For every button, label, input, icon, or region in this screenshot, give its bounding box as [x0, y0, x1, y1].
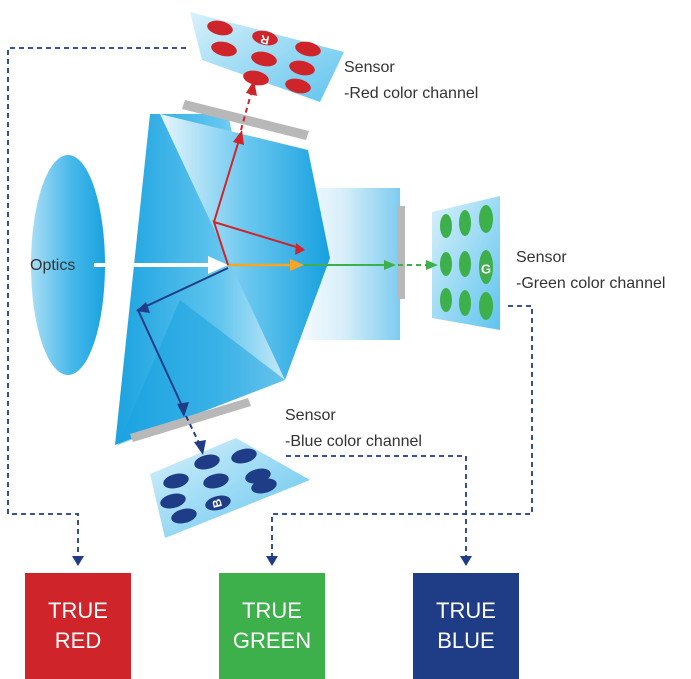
output-connectors — [7, 47, 533, 556]
arrow-head-green-output — [266, 556, 278, 566]
optics-lens — [31, 155, 105, 375]
prism-right-piece — [160, 114, 330, 380]
arrow-head-blue-output — [460, 556, 472, 566]
true-green-line1: TRUE — [242, 598, 302, 623]
blue-sensor-letter: B — [209, 497, 225, 509]
prism-lower-face — [118, 300, 285, 445]
green-sensor-letter: G — [481, 261, 491, 276]
red-sensor-title: Sensor — [344, 59, 395, 76]
red-sensor-letter: R — [259, 32, 271, 48]
blue-mount-plate — [130, 398, 251, 442]
blue-sensor: B — [150, 438, 310, 538]
true-blue-box: TRUE BLUE — [413, 573, 519, 679]
blue-sensor-title: Sensor — [285, 407, 336, 424]
true-blue-line2: BLUE — [437, 628, 495, 653]
green-sensor: G — [432, 196, 500, 330]
true-red-line2: RED — [54, 628, 102, 653]
true-red-line1: TRUE — [48, 598, 108, 623]
green-sensor-title: Sensor — [516, 249, 567, 266]
true-green-line2: GREEN — [232, 628, 312, 653]
true-blue-line1: TRUE — [436, 598, 496, 623]
red-sensor: R — [190, 12, 344, 102]
true-red-box: TRUE RED — [25, 573, 131, 679]
red-mount-plate — [182, 100, 309, 140]
optics-label: Optics — [30, 257, 76, 274]
green-mount-plate — [397, 206, 405, 299]
true-green-box: TRUE GREEN — [219, 573, 325, 679]
blue-sensor-subtitle: -Blue color channel — [285, 433, 422, 450]
light-paths — [94, 80, 438, 455]
arrow-head-red-output — [72, 556, 84, 566]
green-sensor-subtitle: -Green color channel — [516, 275, 666, 292]
red-sensor-subtitle: -Red color channel — [344, 85, 479, 102]
